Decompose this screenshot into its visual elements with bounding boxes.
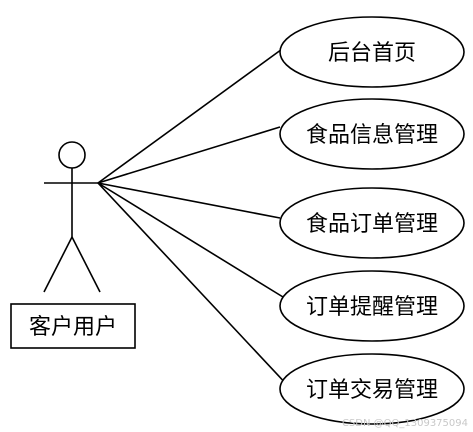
use-case-home: 后台首页 <box>279 16 465 88</box>
association-line-order-remind <box>97 182 284 298</box>
actor-right-leg <box>71 236 101 293</box>
use-case-label: 订单提醒管理 <box>306 295 438 320</box>
use-case-ellipse <box>279 353 465 425</box>
use-case-label: 订单交易管理 <box>306 378 438 403</box>
use-case-ellipse <box>279 16 465 88</box>
actor-label-box: 客户用户 <box>10 303 136 349</box>
association-line-food-order <box>97 182 281 219</box>
association-line-order-trade <box>97 182 291 389</box>
association-line-food-info <box>97 126 281 184</box>
use-case-order-trade: 订单交易管理 <box>279 353 465 425</box>
watermark: CSDN @QQ_1309375094 <box>342 418 468 429</box>
actor-label-border <box>10 303 136 349</box>
actor-left-leg <box>43 236 73 293</box>
actor-figure <box>43 141 101 293</box>
actor-label: 客户用户 <box>29 315 117 340</box>
use-cases: 后台首页 食品信息管理 食品订单管理 订单提醒管理 订单交易管理 <box>279 16 465 425</box>
use-case-label: 食品订单管理 <box>306 212 438 237</box>
use-case-food-info: 食品信息管理 <box>279 98 465 170</box>
use-case-label: 后台首页 <box>328 41 416 66</box>
use-case-food-order: 食品订单管理 <box>279 187 465 259</box>
association-line-home <box>97 43 290 184</box>
use-case-order-remind: 订单提醒管理 <box>279 270 465 342</box>
association-lines <box>97 43 291 389</box>
use-case-label: 食品信息管理 <box>306 123 438 148</box>
use-case-ellipse <box>279 187 465 259</box>
actor-head <box>58 141 86 169</box>
use-case-ellipse <box>279 98 465 170</box>
use-case-ellipse <box>279 270 465 342</box>
